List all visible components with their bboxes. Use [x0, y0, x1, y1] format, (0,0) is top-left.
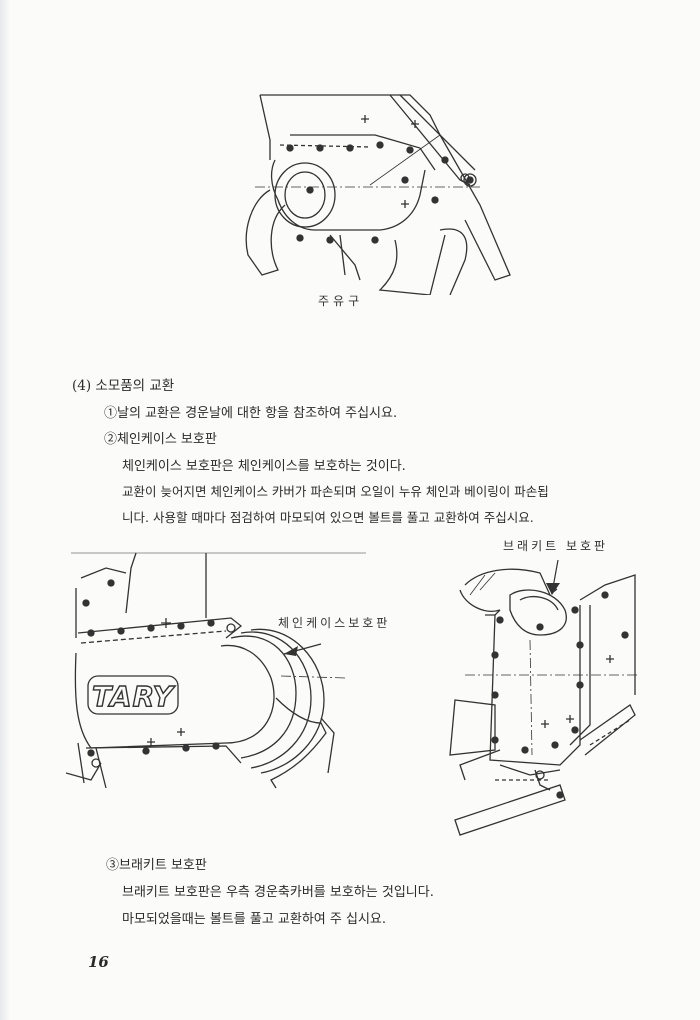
item1-text: ①날의 교환은 경운날에 대한 항을 참조하여 주십시요.	[104, 406, 398, 421]
item2-line-1: 체인케이스 보호판은 체인케이스를 보호하는 것이다.	[122, 459, 406, 474]
section-heading: (4) 소모품의 교환	[72, 378, 175, 394]
figure-bracket-protector	[440, 555, 640, 840]
item3-line-2: 마모되었을때는 볼트를 풀고 교환하여 주 십시요.	[122, 912, 386, 927]
item3-title: ③브래키트 보호판	[106, 858, 207, 873]
item2-line-3: 니다. 사용할 때마다 점검하여 마모되여 있으면 볼트를 풀고 교환하여 주십…	[122, 510, 534, 525]
figure1-caption: 주유구	[318, 294, 364, 308]
figure-oil-filler-illustration	[230, 90, 520, 295]
tary-logo-text: TARY	[91, 679, 174, 713]
bracket-protector-callout: 브래키트 보호판	[503, 539, 609, 553]
item3-line-1: 브래키트 보호판은 우측 경운축카버를 보호하는 것입니다.	[122, 885, 434, 900]
page-edge	[0, 0, 10, 1020]
item2-title: ②체인케이스 보호판	[104, 432, 217, 447]
figure-chaincase-protector	[66, 548, 416, 793]
page-number: 16	[88, 953, 109, 971]
item2-line-2: 교환이 늦어지면 체인케이스 카버가 파손되며 오일이 누유 체인과 베이링이 …	[122, 484, 549, 499]
chaincase-protector-callout: 체인케이스보호판	[278, 616, 391, 630]
